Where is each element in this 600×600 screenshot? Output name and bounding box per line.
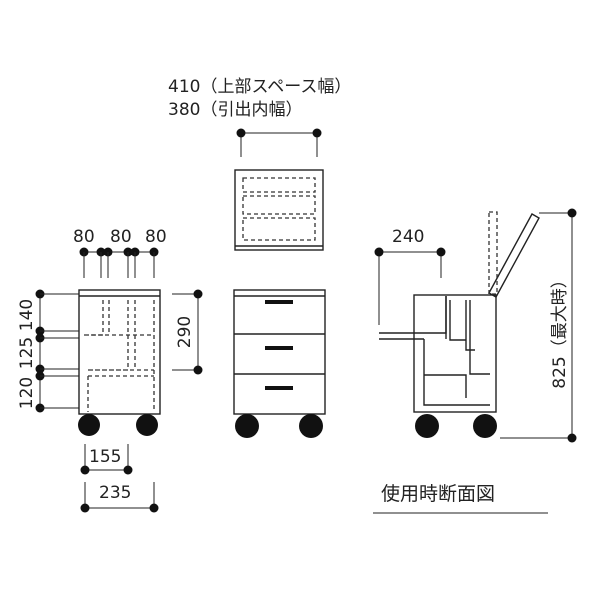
section-caption: 使用時断面図 (381, 483, 495, 505)
caster-wheel (78, 414, 100, 436)
dimension-dot (374, 247, 384, 257)
raised-lid (488, 213, 540, 298)
dimension-dot (567, 208, 577, 218)
height-dim-140: 140 (17, 299, 37, 331)
drawer-inner-width-label: 380（引出内幅） (168, 100, 302, 120)
section-partitions (423, 296, 490, 406)
caster-wheel (415, 414, 439, 438)
side-hidden-lines (87, 300, 155, 412)
height-dim-125: 125 (17, 337, 37, 369)
caster-wheel (473, 414, 497, 438)
hidden-drawer-outline (242, 195, 316, 215)
dimension-dot (193, 289, 203, 299)
front-view: 290 (172, 289, 326, 438)
caster-wheel (235, 414, 259, 438)
max-height-dim: 825（最大時） (550, 271, 570, 388)
dimension-dot (123, 465, 133, 475)
hidden-drawer-outline (242, 177, 316, 193)
dimension-dot (312, 128, 322, 138)
drawer-handle (265, 346, 293, 350)
drawer-handle (265, 386, 293, 390)
top-view: 410（上部スペース幅） 380（引出内幅） (168, 77, 351, 251)
top-dim-3: 80 (145, 227, 167, 247)
dimension-dot (193, 365, 203, 375)
height-dim-120: 120 (17, 377, 37, 409)
base-inner-dim: 155 (89, 447, 121, 467)
dimension-dot (80, 503, 90, 513)
side-cabinet-body (78, 289, 161, 415)
caster-wheel (136, 414, 158, 436)
section-depth-dim: 240 (392, 227, 424, 247)
pulled-tray (379, 296, 447, 340)
top-dim-2: 80 (110, 227, 132, 247)
lid-closed-position (488, 211, 498, 295)
section-cabinet-body (413, 294, 497, 413)
section-view: 240 825（最大時） 使用時断面図 (373, 208, 577, 514)
front-cabinet-body (233, 289, 326, 415)
drawer-height-dim: 290 (175, 316, 195, 348)
dimension-dot (567, 433, 577, 443)
dimension-dot (236, 128, 246, 138)
caster-wheel (299, 414, 323, 438)
top-box (234, 169, 324, 251)
top-dim-1: 80 (73, 227, 95, 247)
dimension-dot (436, 247, 446, 257)
base-outer-dim: 235 (99, 483, 131, 503)
hidden-drawer-outline (242, 217, 316, 241)
dimension-dot (149, 503, 159, 513)
drawer-handle (265, 300, 293, 304)
side-view: 80 80 80 (17, 227, 167, 513)
top-width-label: 410（上部スペース幅） (168, 77, 351, 97)
dimension-dot (80, 465, 90, 475)
